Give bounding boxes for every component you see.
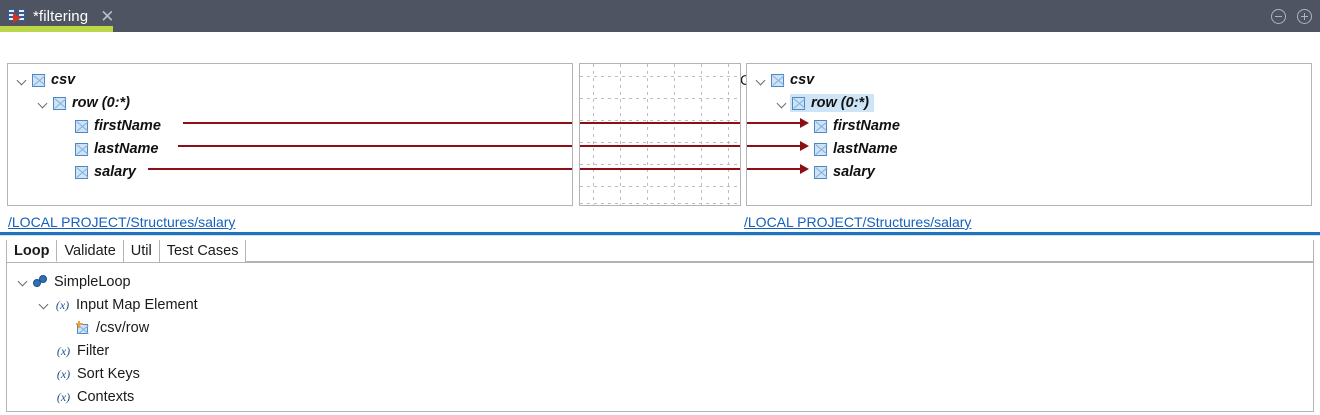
output-tree-row-firstname[interactable]: firstName (814, 116, 900, 136)
arrow-head-icon (800, 118, 809, 128)
output-tree-row-row-selected[interactable]: row (0:*) (790, 94, 874, 112)
variable-icon: (x) (56, 389, 71, 404)
xml-element-icon (792, 96, 805, 110)
tab-validate[interactable]: Validate (57, 240, 124, 262)
loop-tree-row-simpleloop[interactable]: SimpleLoop (17, 271, 131, 292)
loop-tree-label: Sort Keys (77, 365, 140, 382)
loop-tree-row-sort-keys[interactable]: (x) Sort Keys (55, 363, 140, 384)
close-icon[interactable]: ✕ (100, 6, 115, 26)
output-tree-row-lastname[interactable]: lastName (814, 139, 897, 159)
properties-panel: Loop Validate Util Test Cases SimpleLoop… (6, 240, 1314, 412)
output-tree-row-csv[interactable]: csv (755, 70, 814, 90)
output-tree-label: csv (790, 72, 815, 88)
output-tree-row-row[interactable]: row (0:*) (776, 93, 874, 113)
map-element-icon (76, 320, 90, 335)
loop-tree-label: Contexts (77, 388, 135, 405)
loop-tree-label: Input Map Element (76, 296, 198, 313)
output-tree-label: salary (833, 164, 875, 180)
xml-element-icon (814, 119, 827, 133)
input-tree-panel[interactable]: csv row (0:*) firstName lastName salary (7, 63, 573, 206)
active-tab-indicator (0, 26, 113, 32)
chevron-down-icon[interactable] (776, 97, 789, 110)
mapping-link-lastname-mid[interactable] (580, 145, 740, 147)
mapping-link-firstname-out[interactable] (747, 122, 802, 124)
properties-tab-strip: Loop Validate Util Test Cases (7, 240, 1313, 263)
input-path-link[interactable]: /LOCAL PROJECT/Structures/salary (8, 214, 236, 230)
output-path-link[interactable]: /LOCAL PROJECT/Structures/salary (744, 214, 972, 230)
xml-element-icon (75, 142, 88, 156)
mapping-link-lastname-out[interactable] (747, 145, 802, 147)
loop-tree-label: Filter (77, 342, 110, 359)
divider-shadow (0, 235, 1320, 236)
xml-element-icon (75, 165, 88, 179)
mapping-grid-panel[interactable] (579, 63, 741, 206)
xml-element-icon (814, 165, 827, 179)
xml-element-icon (771, 73, 784, 87)
chevron-down-icon[interactable] (17, 275, 30, 288)
variable-icon: (x) (56, 366, 71, 381)
loop-tree-label: SimpleLoop (54, 273, 131, 290)
tab-loop[interactable]: Loop (7, 240, 58, 262)
output-tree-label: row (0:*) (811, 95, 869, 111)
loop-tree-row-contexts[interactable]: (x) Contexts (55, 386, 134, 407)
horizontal-divider[interactable] (0, 232, 1320, 235)
input-tree-label: lastName (94, 141, 159, 157)
gear-icon (33, 274, 48, 289)
input-tree-label: csv (51, 72, 76, 88)
arrow-head-icon (800, 164, 809, 174)
mapping-link-salary-out[interactable] (747, 168, 802, 170)
mapping-link-lastname[interactable] (178, 145, 572, 147)
variable-icon: (x) (55, 297, 70, 312)
chevron-down-icon[interactable] (755, 74, 768, 87)
tab-test-cases[interactable]: Test Cases (159, 240, 247, 262)
window-controls (1271, 0, 1312, 32)
input-tree-label: firstName (94, 118, 161, 134)
input-tree-row-row[interactable]: row (0:*) (37, 93, 130, 113)
mapping-link-salary[interactable] (148, 168, 572, 170)
output-tree-panel[interactable]: csv row (0:*) firstName lastName salary (746, 63, 1312, 206)
loop-tree-row-filter[interactable]: (x) Filter (55, 340, 109, 361)
output-tree-label: firstName (833, 118, 900, 134)
mapping-link-salary-mid[interactable] (580, 168, 740, 170)
output-tree-label: lastName (833, 141, 898, 157)
loop-tree-label: /csv/row (96, 319, 150, 336)
tab-strip-filler (246, 240, 1313, 262)
output-tree-row-salary[interactable]: salary (814, 162, 875, 182)
variable-icon: (x) (56, 343, 71, 358)
loop-tree-row-input-map-element[interactable]: (x) Input Map Element (38, 294, 198, 315)
chevron-down-icon[interactable] (37, 97, 50, 110)
chevron-down-icon[interactable] (16, 74, 29, 87)
title-bar: *filtering ✕ (0, 0, 1320, 32)
xml-element-icon (75, 119, 88, 133)
editor-tab-filtering[interactable]: *filtering ✕ (0, 0, 124, 32)
input-tree-label: row (0:*) (72, 95, 130, 111)
input-tree-row-salary[interactable]: salary (75, 162, 136, 182)
maximize-icon[interactable] (1297, 8, 1312, 24)
input-tree-row-csv[interactable]: csv (16, 70, 75, 90)
chevron-down-icon[interactable] (38, 298, 51, 311)
loop-tree-row-csv-row[interactable]: /csv/row (76, 317, 149, 338)
input-tree-row-firstname[interactable]: firstName (75, 116, 161, 136)
mapping-link-firstname-mid[interactable] (580, 122, 740, 124)
xml-element-icon (814, 142, 827, 156)
mapping-link-firstname[interactable] (183, 122, 572, 124)
xml-element-icon (53, 96, 66, 110)
input-tree-row-lastname[interactable]: lastName (75, 139, 158, 159)
xml-element-icon (32, 73, 45, 87)
minimize-icon[interactable] (1271, 8, 1286, 24)
tab-util[interactable]: Util (123, 240, 160, 262)
arrow-head-icon (800, 141, 809, 151)
mapping-area: Input (CSV) Output (CSV) csv row (0:*) f… (0, 32, 1320, 232)
editor-tab-label: *filtering (33, 7, 89, 25)
mapping-transform-icon (8, 7, 26, 25)
input-tree-label: salary (94, 164, 136, 180)
